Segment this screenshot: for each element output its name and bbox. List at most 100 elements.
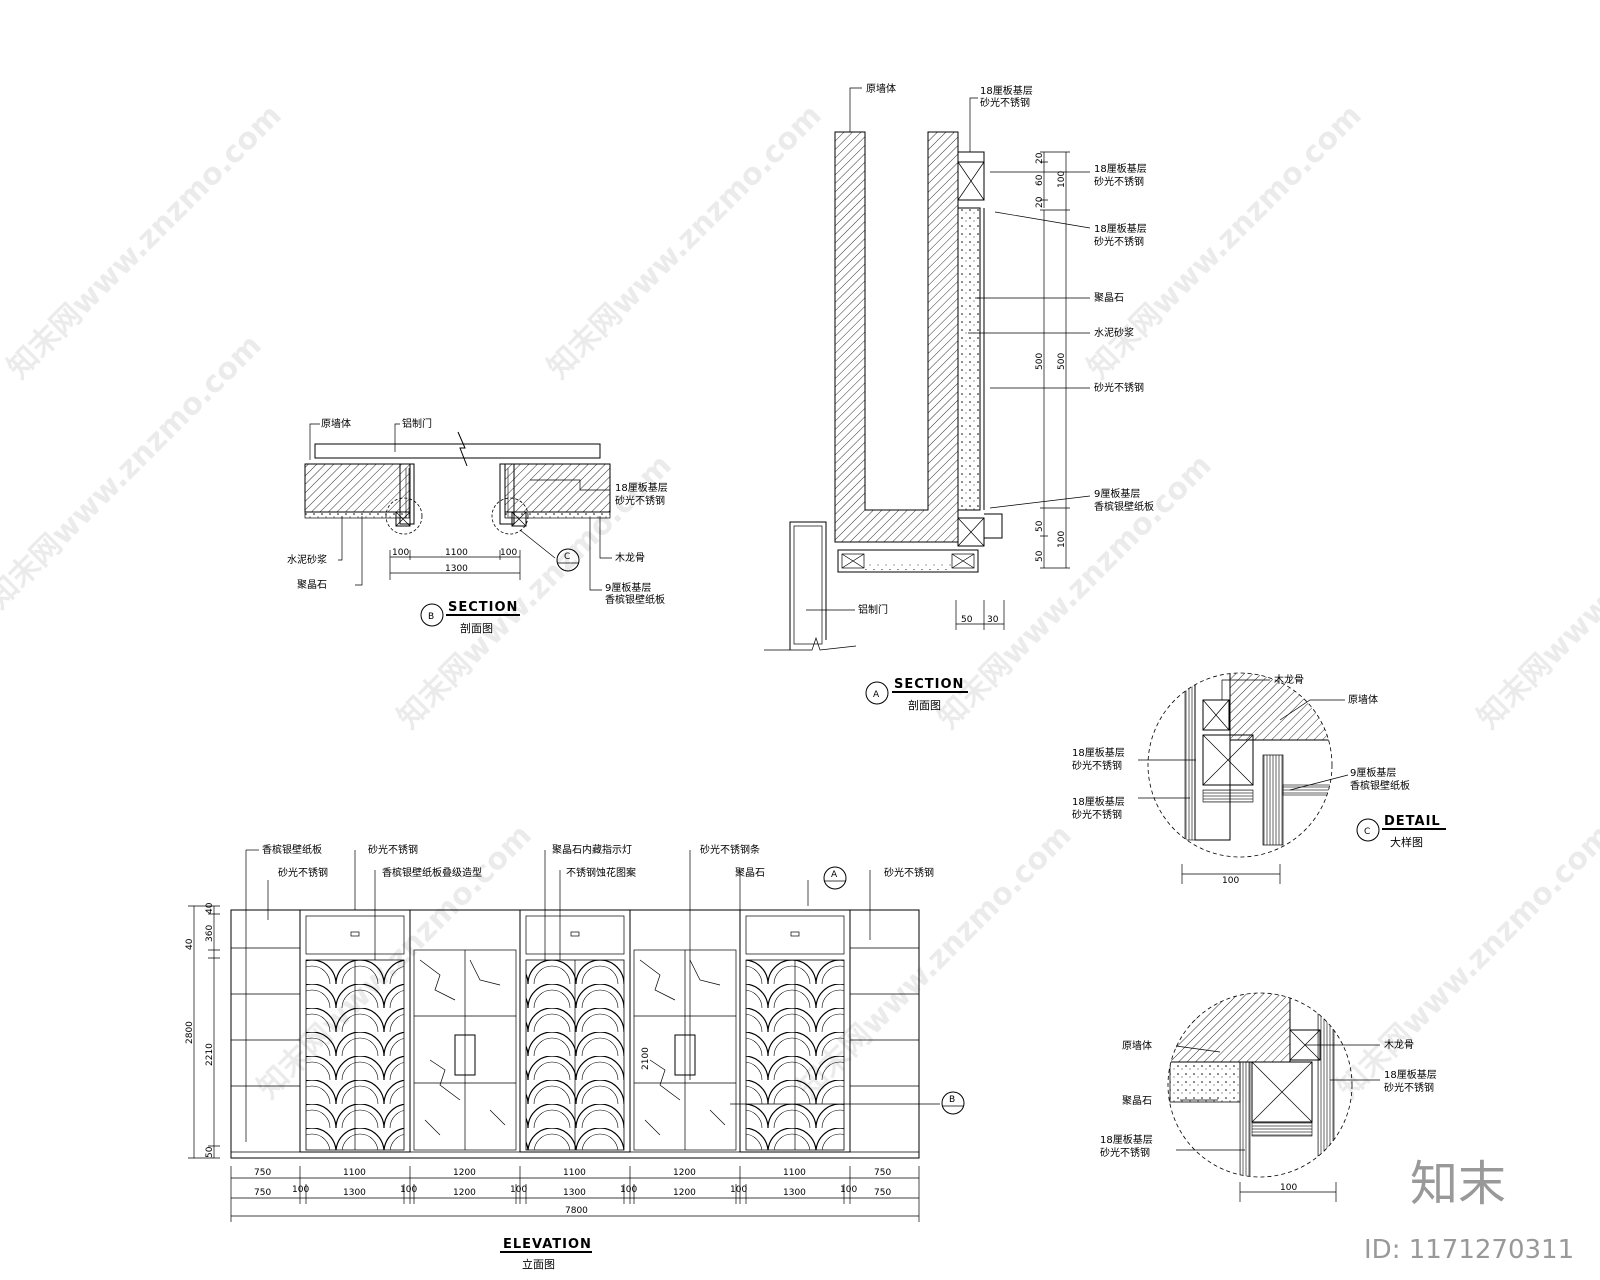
a-dim: 100 — [1057, 171, 1067, 188]
elev-row2: 1200 — [453, 1188, 476, 1198]
section-b-tag: B — [428, 612, 434, 622]
detail-c-tag: C — [1364, 827, 1370, 837]
label-cement: 水泥砂浆 — [287, 553, 327, 566]
label-keel: 木龙骨 — [615, 551, 645, 564]
elev-row2: 100 — [292, 1185, 309, 1195]
elev-tag-b: B — [949, 1095, 955, 1105]
elev-row1: 1200 — [673, 1168, 696, 1178]
a-dim: 50 — [961, 615, 973, 625]
elev-label-4: 香槟银壁纸板叠级造型 — [382, 866, 482, 879]
a-label-a1: 18厘板基层 — [980, 84, 1033, 97]
elev-label-7: 砂光不锈钢条 — [700, 843, 760, 856]
elev-row1: 750 — [874, 1168, 891, 1178]
watermark: 知末网www.znzmo.com — [541, 98, 829, 386]
d2-label-e1: 18厘板基层 — [1100, 1133, 1153, 1146]
section-b-plan: 原墙体 铝制门 18厘板基层 砂光不锈钢 水泥砂浆 聚晶石 木龙骨 9厘板基层 … — [287, 417, 668, 635]
a-label-crystal: 聚晶石 — [1094, 292, 1124, 304]
elev-label-3: 砂光不锈钢 — [368, 843, 418, 856]
a-dim: 20 — [1035, 152, 1045, 164]
section-a-vertical: 原墙体 18厘板基层 砂光不锈钢 18厘板基层 砂光不锈钢 18厘板基层 砂光不… — [764, 82, 1154, 712]
elev-row2: 100 — [620, 1185, 637, 1195]
elev-label-6: 不锈钢蚀花图案 — [566, 866, 636, 879]
d2-dim: 100 — [1280, 1183, 1297, 1193]
a-dim: 100 — [1057, 531, 1067, 548]
asset-id: ID: 1171270311 — [1364, 1235, 1574, 1265]
d2-label-wall: 原墙体 — [1122, 1039, 1152, 1052]
section-a-title: SECTION — [894, 677, 964, 692]
elev-label-5: 聚晶石内藏指示灯 — [552, 843, 632, 856]
elev-total: 7800 — [565, 1206, 588, 1216]
dim-b-2: 1100 — [445, 548, 468, 558]
elev-row1: 1200 — [453, 1168, 476, 1178]
elev-row2: 1200 — [673, 1188, 696, 1198]
elevation-title: ELEVATION — [503, 1237, 592, 1252]
elevation: 香槟银壁纸板 砂光不锈钢 砂光不锈钢 香槟银壁纸板叠级造型 聚晶石内藏指示灯 不… — [185, 843, 965, 1271]
c-label-wall: 原墙体 — [1348, 693, 1378, 706]
c-label-e1: 18厘板基层 — [1072, 795, 1125, 808]
a-dim: 20 — [1035, 196, 1045, 208]
a-label-cement: 水泥砂浆 — [1094, 326, 1134, 339]
elev-label-1: 香槟银壁纸板 — [262, 843, 322, 856]
a-dim: 50 — [1035, 520, 1045, 532]
a-label-c2: 砂光不锈钢 — [1094, 235, 1144, 248]
label-wall: 原墙体 — [321, 417, 351, 430]
elev-row2: 1300 — [783, 1188, 806, 1198]
a-label-door: 铝制门 — [858, 603, 888, 616]
elev-vdim: 2800 — [185, 1021, 195, 1044]
elev-vdim: 2210 — [205, 1043, 215, 1066]
section-b-subtitle: 剖面图 — [460, 621, 493, 635]
elev-vdim: 360 — [205, 925, 215, 942]
detail-2: 原墙体 木龙骨 18厘板基层 砂光不锈钢 聚晶石 18厘板基层 砂光不锈钢 10… — [1100, 992, 1437, 1202]
c-label-b1: 18厘板基层 — [1072, 746, 1125, 759]
watermark: 知末网www.znzmo.com — [1331, 818, 1600, 1106]
c-label-d1: 9厘板基层 — [1350, 766, 1396, 779]
callout-c-tag: C — [564, 552, 570, 562]
elev-tag-a: A — [831, 870, 838, 880]
label-door: 铝制门 — [402, 417, 432, 430]
d2-label-keel: 木龙骨 — [1384, 1038, 1414, 1051]
a-label-d2: 香槟银壁纸板 — [1094, 500, 1154, 513]
elev-row2: 100 — [400, 1185, 417, 1195]
d2-label-crystal: 聚晶石 — [1122, 1095, 1152, 1107]
a-dim: 500 — [1035, 353, 1045, 370]
elev-row1: 1100 — [343, 1168, 366, 1178]
dim-b-1: 100 — [392, 548, 409, 558]
a-dim: 60 — [1035, 174, 1045, 186]
section-a-tag: A — [873, 690, 880, 700]
elev-row1: 750 — [254, 1168, 271, 1178]
elev-row2: 1300 — [563, 1188, 586, 1198]
label-board18: 18厘板基层 — [615, 481, 668, 494]
elev-row2: 750 — [874, 1188, 891, 1198]
elev-row1: 1100 — [783, 1168, 806, 1178]
elev-inner-dim: 2100 — [641, 1047, 651, 1070]
a-label-steel: 砂光不锈钢 — [1094, 381, 1144, 394]
a-dim: 500 — [1057, 353, 1067, 370]
elev-label-2: 砂光不锈钢 — [278, 866, 328, 879]
a-label-a2: 砂光不锈钢 — [980, 96, 1030, 109]
elev-vdim: 40 — [205, 902, 215, 914]
branding: 知末 ID: 1171270311 — [1364, 1156, 1574, 1265]
section-b-title: SECTION — [448, 600, 518, 615]
a-label-b2: 砂光不锈钢 — [1094, 175, 1144, 188]
elev-row2: 750 — [254, 1188, 271, 1198]
c-label-e2: 砂光不锈钢 — [1072, 808, 1122, 821]
elev-row2: 1300 — [343, 1188, 366, 1198]
label-silver: 香槟银壁纸板 — [605, 593, 665, 606]
elev-vdim: 50 — [205, 1146, 215, 1158]
elev-label-9: 砂光不锈钢 — [884, 866, 934, 879]
elev-row1: 1100 — [563, 1168, 586, 1178]
d2-label-e2: 砂光不锈钢 — [1100, 1146, 1150, 1159]
dim-b-4: 1300 — [445, 564, 468, 574]
a-label-wall: 原墙体 — [866, 82, 896, 95]
label-board9: 9厘板基层 — [605, 581, 651, 594]
d2-label-b1: 18厘板基层 — [1384, 1068, 1437, 1081]
d2-label-b2: 砂光不锈钢 — [1384, 1081, 1434, 1094]
watermark: 知末网www.znzmo.com — [0, 328, 269, 616]
a-label-c1: 18厘板基层 — [1094, 222, 1147, 235]
detail-c-subtitle: 大样图 — [1390, 835, 1423, 849]
c-label-b2: 砂光不锈钢 — [1072, 759, 1122, 772]
elev-vdim: 40 — [185, 938, 195, 950]
elev-row2: 100 — [840, 1185, 857, 1195]
a-label-b1: 18厘板基层 — [1094, 162, 1147, 175]
